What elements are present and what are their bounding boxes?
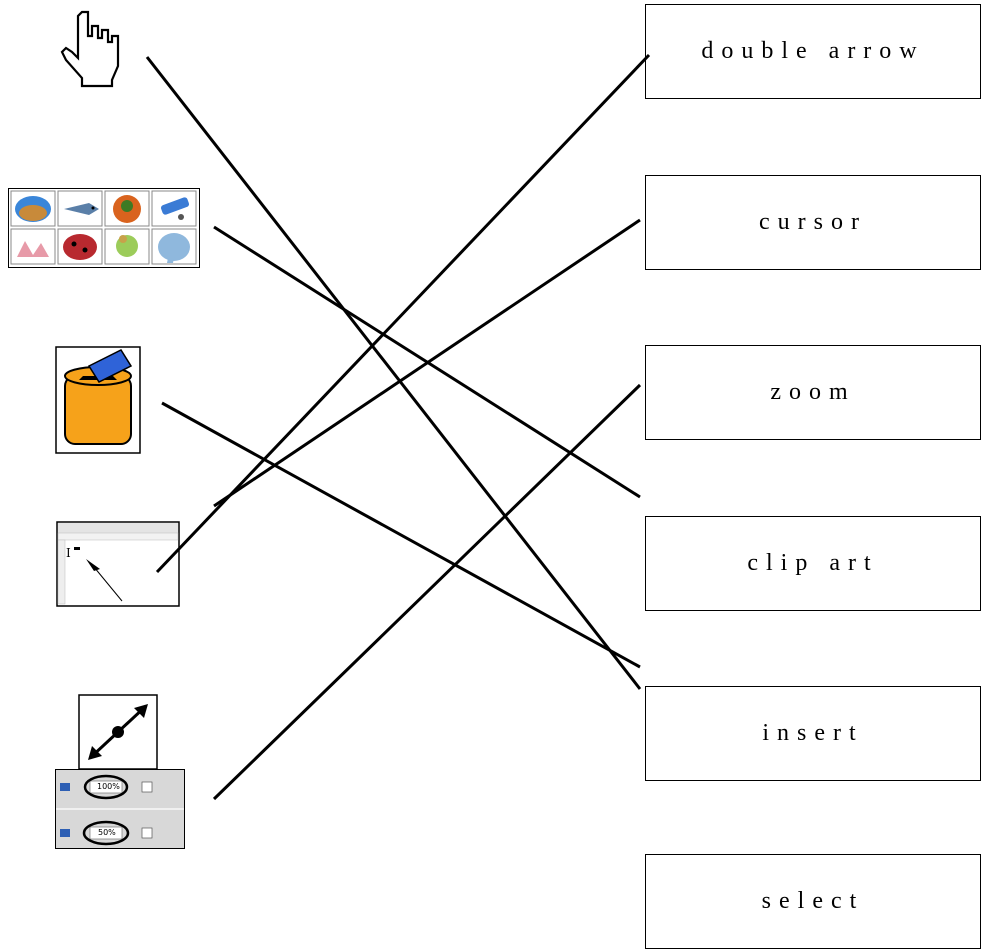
match-line-bin-to-insert-box [161, 401, 641, 669]
word-label: cursor [759, 209, 867, 235]
word-box-double-arrow[interactable]: double arrow [645, 4, 981, 99]
word-label: double arrow [701, 38, 925, 64]
svg-text:I: I [66, 546, 71, 560]
word-box-insert[interactable]: insert [645, 686, 981, 781]
match-line-textcursor-to-cursor [213, 218, 641, 508]
text-cursor-arrow-icon: I [56, 521, 180, 607]
word-label: zoom [770, 379, 856, 405]
double-arrow-icon [78, 694, 158, 770]
word-box-select[interactable]: select [645, 854, 981, 949]
match-line-hand-to-insert [145, 56, 642, 690]
match-line-textcursor-to-double-arrow [155, 53, 651, 574]
word-label: clip art [747, 550, 879, 576]
hand-pointer-icon [60, 10, 120, 88]
word-label: insert [762, 720, 864, 746]
clip-art-gallery-icon [8, 188, 200, 268]
insert-bin-icon [55, 346, 141, 454]
zoom-toolbar-icon: 100% 50% [55, 769, 185, 849]
word-box-cursor[interactable]: cursor [645, 175, 981, 270]
word-box-clip-art[interactable]: clip art [645, 516, 981, 611]
match-line-doublearrow-to-zoom [212, 383, 642, 801]
zoom-value-top: 100% [97, 782, 120, 791]
word-box-zoom[interactable]: zoom [645, 345, 981, 440]
word-label: select [761, 888, 865, 914]
zoom-value-bottom: 50% [98, 828, 116, 837]
